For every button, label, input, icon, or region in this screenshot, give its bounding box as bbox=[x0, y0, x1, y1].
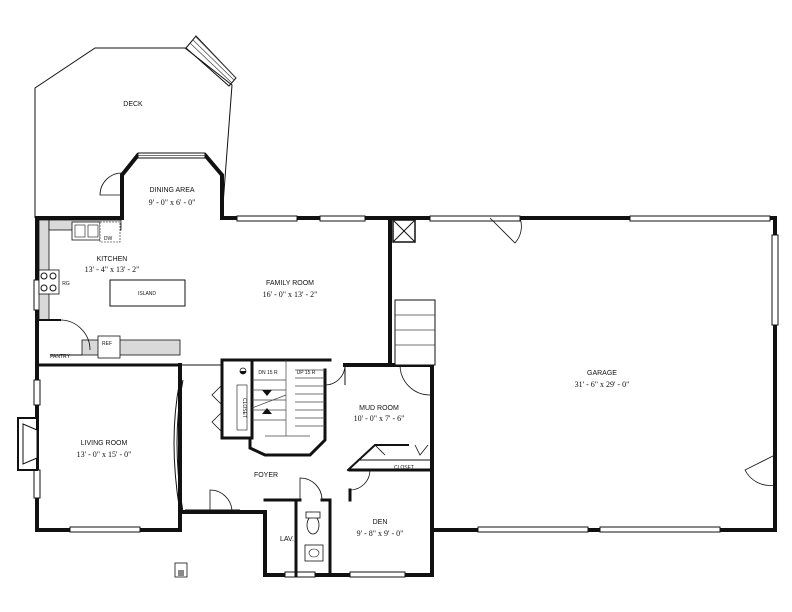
deck-label: DECK bbox=[123, 101, 143, 108]
den-dimensions: 9' - 8" x 9' - 0" bbox=[357, 529, 404, 538]
stairs-down-label: DN 15 R bbox=[258, 370, 278, 376]
family-room-dimensions: 16' - 0" x 13' - 2" bbox=[263, 290, 318, 299]
fireplace bbox=[17, 417, 38, 471]
lav-den-mudroom bbox=[263, 219, 436, 577]
electrical-panel-symbol bbox=[174, 562, 188, 578]
den-label: DEN bbox=[373, 519, 388, 526]
mudroom-closet-label: CLOSET bbox=[394, 465, 414, 471]
dishwasher-label: DW bbox=[104, 236, 113, 242]
refrigerator-label: REF bbox=[102, 341, 112, 347]
stair-core bbox=[211, 358, 332, 457]
dining-area-dimensions: 9' - 0" x 6' - 0" bbox=[149, 198, 196, 207]
doors bbox=[99, 172, 776, 513]
kitchen-label: KITCHEN bbox=[97, 256, 128, 263]
stairs-up-label: UP 15 R bbox=[297, 370, 316, 376]
foyer-label: FOYER bbox=[254, 472, 278, 479]
deck-outline bbox=[34, 35, 237, 219]
stair-closet-label: CLOSET bbox=[241, 398, 247, 418]
kitchen-dimensions: 13' - 4" x 13' - 2" bbox=[85, 265, 140, 274]
dining-area-label: DINING AREA bbox=[149, 187, 194, 194]
island-label: ISLAND bbox=[138, 291, 156, 297]
living-room-label: LIVING ROOM bbox=[81, 440, 128, 447]
mud-room-dimensions: 10' - 0" x 7' - 6" bbox=[354, 414, 405, 423]
living-room-dimensions: 13' - 0" x 15' - 0" bbox=[77, 450, 132, 459]
mud-room-label: MUD ROOM bbox=[359, 405, 399, 412]
lav-label: LAV. bbox=[280, 536, 294, 543]
garage-dimensions: 31' - 6" x 29' - 0" bbox=[575, 380, 630, 389]
range-label: RG bbox=[62, 281, 70, 287]
windows bbox=[33, 152, 779, 578]
pantry-label: PANTRY bbox=[50, 354, 70, 360]
garage-label: GARAGE bbox=[587, 370, 617, 377]
family-room-label: FAMILY ROOM bbox=[266, 280, 314, 287]
kitchen-fixtures bbox=[35, 219, 186, 367]
